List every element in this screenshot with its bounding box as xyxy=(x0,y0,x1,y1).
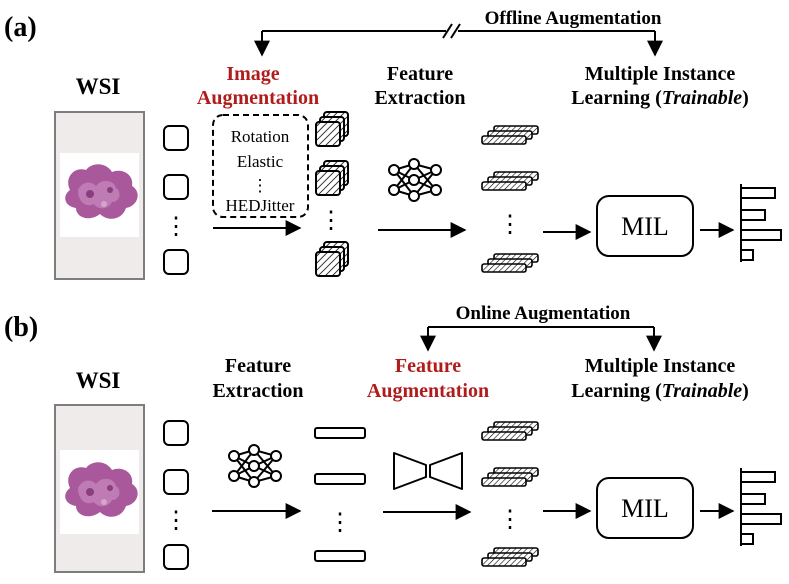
patch-dots-b: ⋮ xyxy=(164,508,188,534)
neural-network-icon-b xyxy=(228,444,282,488)
augmented-dots: ⋮ xyxy=(319,208,343,234)
feature-vector-stacks-b xyxy=(481,421,539,567)
feature-augmentation-title-2: Augmentation xyxy=(367,380,489,402)
wsi-slide-b xyxy=(54,404,145,573)
augmented-patch-stacks xyxy=(315,111,349,277)
feature-vector-stacks-a xyxy=(481,125,539,273)
online-augmentation-label: Online Augmentation xyxy=(456,303,631,324)
patch-squares-a xyxy=(163,125,189,275)
offline-augmentation-bracket xyxy=(254,22,663,57)
feature-extraction-title-b-2: Extraction xyxy=(212,380,303,402)
panel-a-label: (a) xyxy=(4,12,37,43)
aug-rotation: Rotation xyxy=(231,127,290,146)
mil-title-a-1: Multiple Instance xyxy=(585,63,736,85)
mil-title-b-1: Multiple Instance xyxy=(585,355,736,377)
wsi-title-a: WSI xyxy=(76,74,121,99)
aug-hedjitter: HEDJitter xyxy=(226,196,295,215)
patch-dots-a: ⋮ xyxy=(164,214,188,240)
patch-squares-b xyxy=(163,420,189,570)
aug-dots: ⋮ xyxy=(252,176,269,195)
aug-elastic: Elastic xyxy=(237,152,284,171)
mil-box-label-a: MIL xyxy=(621,212,669,241)
augmentation-list-box xyxy=(212,114,309,218)
offline-augmentation-label: Offline Augmentation xyxy=(485,8,662,29)
mil-title-b-2: Learning (Trainable) xyxy=(571,380,749,402)
mil-box-label-b: MIL xyxy=(621,494,669,523)
prediction-bars-a xyxy=(740,184,782,262)
image-augmentation-title-1: Image xyxy=(226,63,279,85)
mil-box-a xyxy=(596,195,694,257)
mil-title-a-2: Learning (Trainable) xyxy=(571,87,749,109)
image-augmentation-title-2: Augmentation xyxy=(197,87,319,109)
panel-b-label: (b) xyxy=(4,312,38,343)
feature-dots-a: ⋮ xyxy=(498,212,522,238)
wsi-title-b: WSI xyxy=(76,368,121,393)
wsi-slide-a xyxy=(54,111,145,280)
feature-extraction-title-a-2: Extraction xyxy=(374,87,465,109)
online-augmentation-bracket xyxy=(420,326,662,352)
feature-dots-b: ⋮ xyxy=(498,507,522,533)
plain-feature-dots: ⋮ xyxy=(328,510,352,536)
mil-box-b xyxy=(596,477,694,539)
autoencoder-icon xyxy=(393,452,463,490)
feature-extraction-title-b-1: Feature xyxy=(225,355,291,377)
neural-network-icon xyxy=(388,158,442,202)
feature-extraction-title-a-1: Feature xyxy=(387,63,453,85)
plain-feature-vectors xyxy=(314,427,366,562)
prediction-bars-b xyxy=(740,468,782,546)
feature-augmentation-title-1: Feature xyxy=(395,355,461,377)
